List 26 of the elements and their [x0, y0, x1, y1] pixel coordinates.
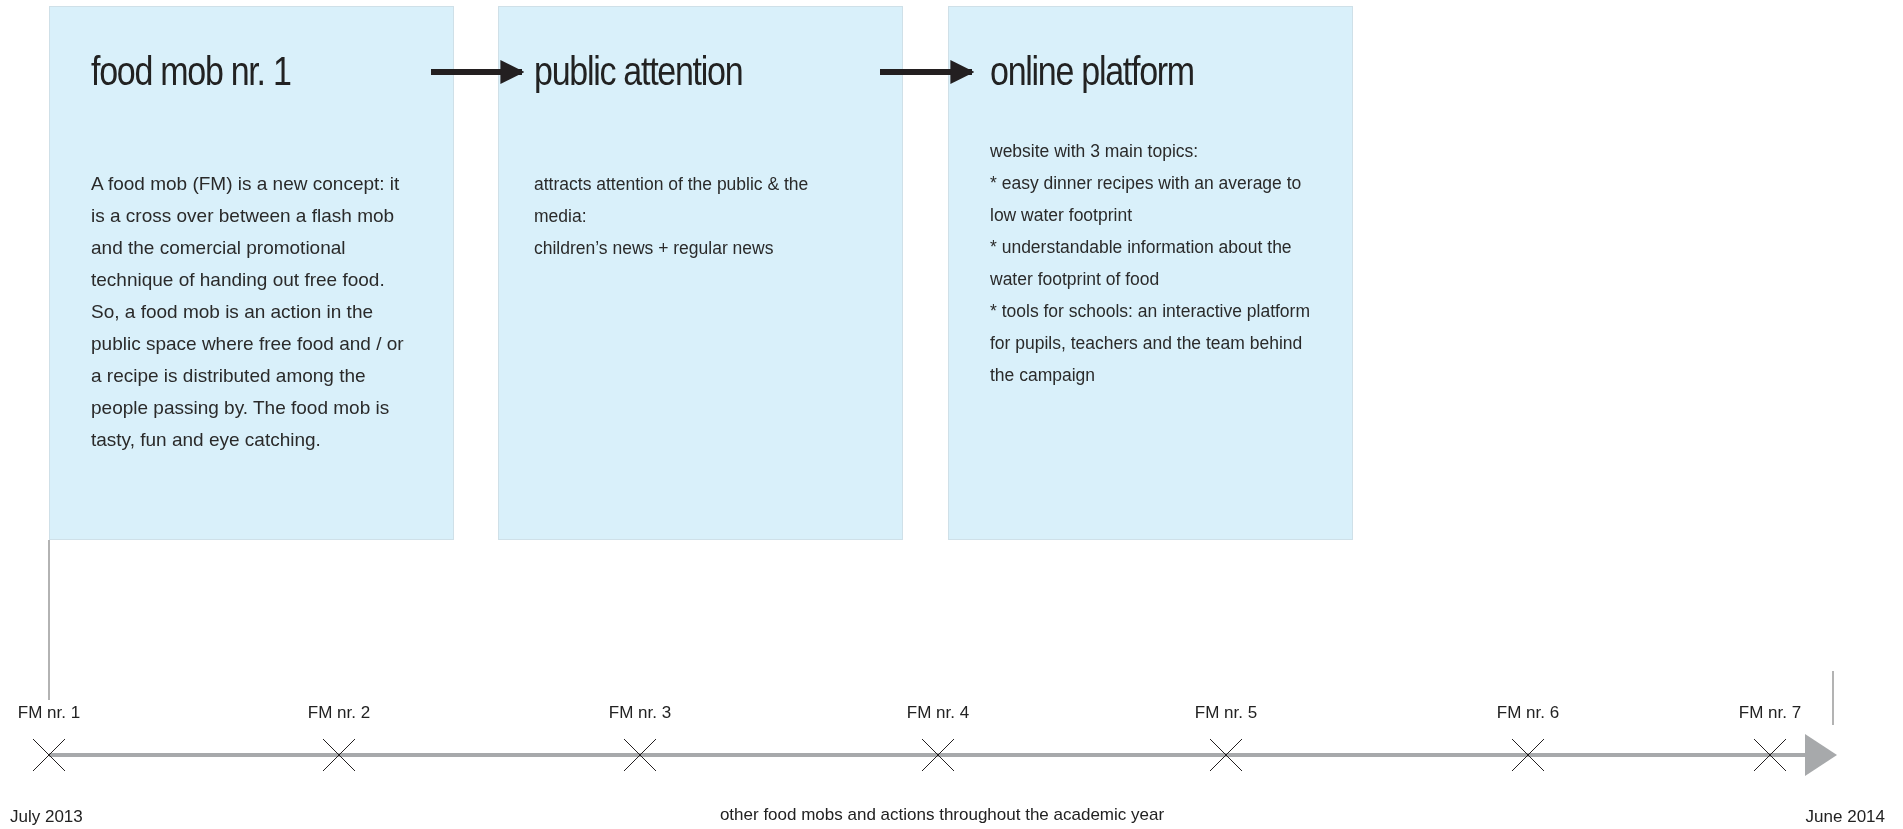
- arrow: [431, 60, 525, 84]
- milestone-label: FM nr. 4: [906, 703, 970, 723]
- milestone-label: FM nr. 3: [608, 703, 672, 723]
- stage-heading: public attention: [534, 48, 743, 95]
- stage-description: website with 3 main topics:: [990, 140, 1200, 163]
- stage-description: * understandable information about the water footprint of food: [990, 236, 1293, 291]
- stage-description: A food mob (FM) is a new concept: it is a cross over between a flash mob and the comercial promotional technique of handing out free food. So, a food mob is an action in the public space where free food and / or a recipe is distributed among the people passing by. The food mob is tasty, fun and eye catching.: [91, 172, 405, 452]
- milestone-label: FM nr. 6: [1496, 703, 1560, 723]
- end-date: June 2014: [1805, 807, 1885, 827]
- milestone-label: FM nr. 7: [1738, 703, 1802, 723]
- milestone-label: FM nr. 5: [1194, 703, 1258, 723]
- timeline-caption: other food mobs and actions throughout the academic year: [719, 805, 1165, 825]
- stage-description: * tools for schools: an interactive platform for pupils, teachers and the team behind the campaign: [990, 300, 1311, 387]
- stage-description: * easy dinner recipes with an average to low water footprint: [990, 172, 1303, 227]
- start-date: July 2013: [10, 807, 83, 827]
- stage-description: children’s news + regular news: [534, 237, 775, 260]
- milestone-label: FM nr. 2: [307, 703, 371, 723]
- arrow: [880, 60, 975, 84]
- stage-box: [498, 6, 903, 540]
- stage-heading: online platform: [990, 48, 1194, 95]
- stage-box: [49, 6, 454, 540]
- stage-description: attracts attention of the public & the media:: [534, 173, 809, 228]
- milestone-label: FM nr. 1: [17, 703, 81, 723]
- leader-line: [48, 539, 50, 701]
- stage-heading: food mob nr. 1: [91, 48, 291, 95]
- stage-box: [948, 6, 1353, 540]
